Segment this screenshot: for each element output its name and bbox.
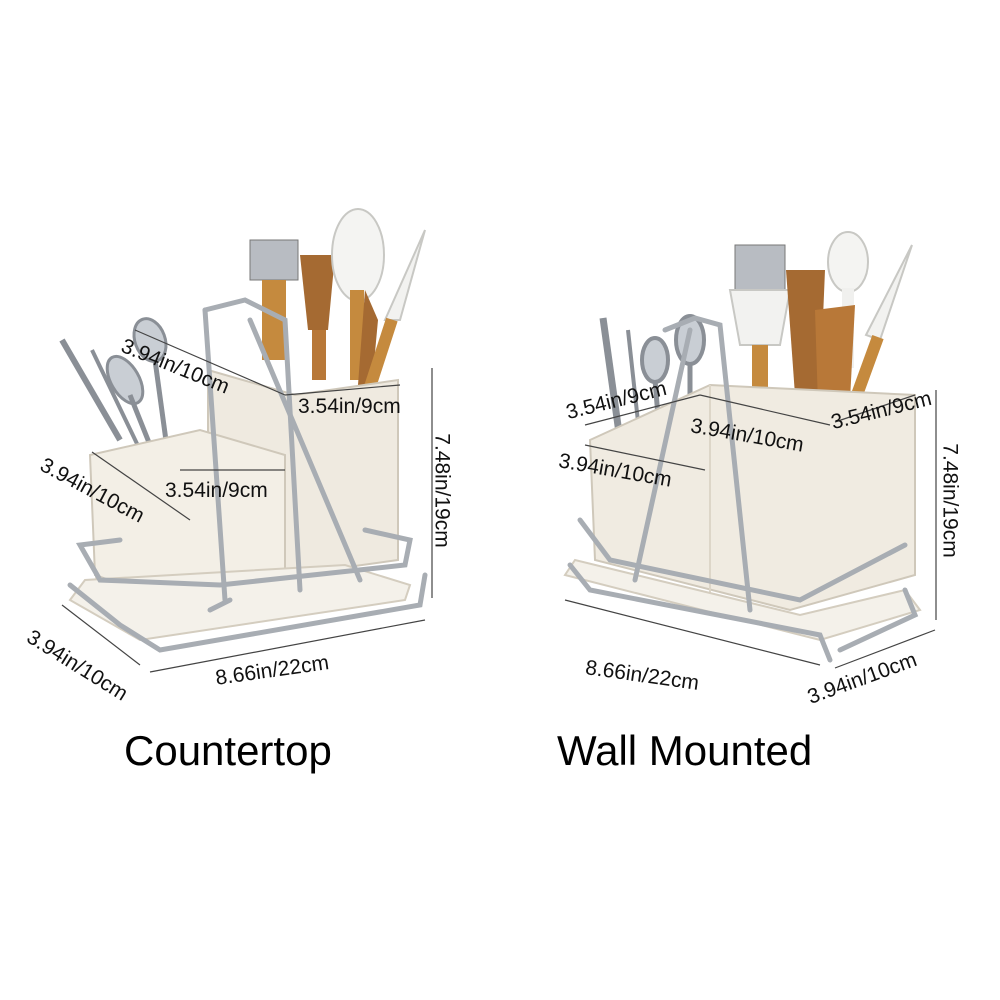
- wall-mounted-caption: Wall Mounted: [557, 727, 813, 774]
- wall-wire-frame: [567, 315, 919, 663]
- countertop-caption: Countertop: [124, 727, 332, 774]
- wall-height-label: 7.48in/19cm: [938, 443, 962, 558]
- countertop-wire-frame: [67, 297, 428, 653]
- wall-dimension-lines: [564, 390, 937, 669]
- wall-kitchen-tools: [728, 231, 913, 405]
- countertop-dimension-lines: [61, 329, 433, 673]
- countertop-kitchen-tools: [249, 208, 426, 388]
- countertop-top-width-label: 3.54in/9cm: [298, 395, 401, 418]
- countertop-height-label: 7.48in/19cm: [430, 433, 454, 548]
- countertop-front-width-label: 3.54in/9cm: [165, 479, 268, 502]
